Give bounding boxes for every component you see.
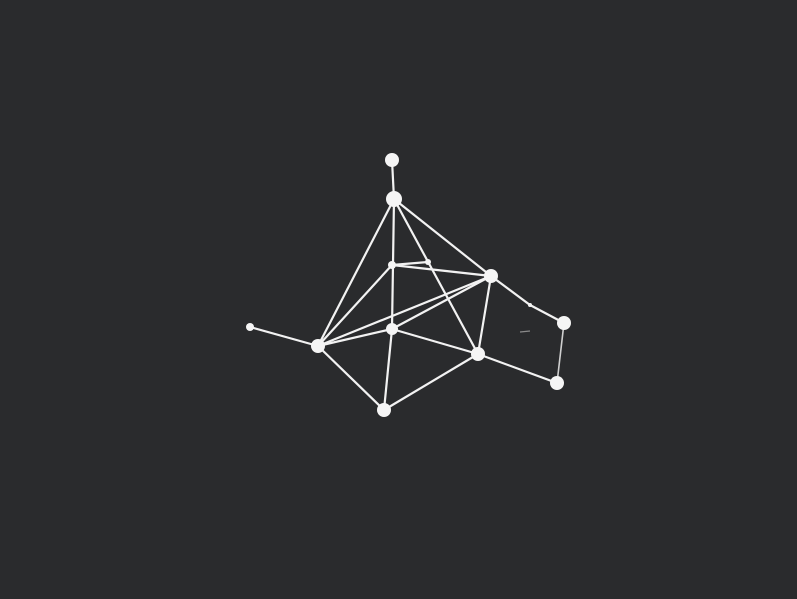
graph-edge	[489, 274, 532, 307]
graph-edge	[390, 263, 493, 278]
graph-node	[425, 259, 431, 265]
graph-node	[385, 153, 399, 167]
graph-node	[471, 347, 485, 361]
graph-edge	[476, 274, 493, 356]
graph-node	[557, 316, 571, 330]
graph-edge	[392, 197, 493, 278]
graph-edge	[316, 197, 396, 348]
graph-edge	[390, 327, 480, 356]
graph-node	[550, 376, 564, 390]
graph-edge	[390, 274, 493, 331]
graph-edge	[390, 260, 430, 267]
graph-edge	[392, 197, 480, 356]
graph-edge	[316, 344, 386, 412]
graph-node	[377, 403, 391, 417]
graph-edge	[556, 322, 565, 384]
graph-node	[386, 323, 398, 335]
graph-node	[484, 269, 498, 283]
graph-edge	[476, 352, 559, 385]
graph-edge	[382, 352, 480, 412]
graph-node	[386, 191, 402, 207]
graph-edge	[316, 274, 493, 348]
graph-edge	[382, 327, 394, 412]
graph-node	[246, 323, 254, 331]
graph-node	[528, 303, 532, 307]
graph-edge	[248, 325, 320, 348]
graph-node	[311, 339, 325, 353]
graph-node	[388, 261, 396, 269]
graph-edge	[316, 263, 394, 348]
faint-mark	[519, 330, 531, 333]
graph-edge	[316, 327, 394, 348]
